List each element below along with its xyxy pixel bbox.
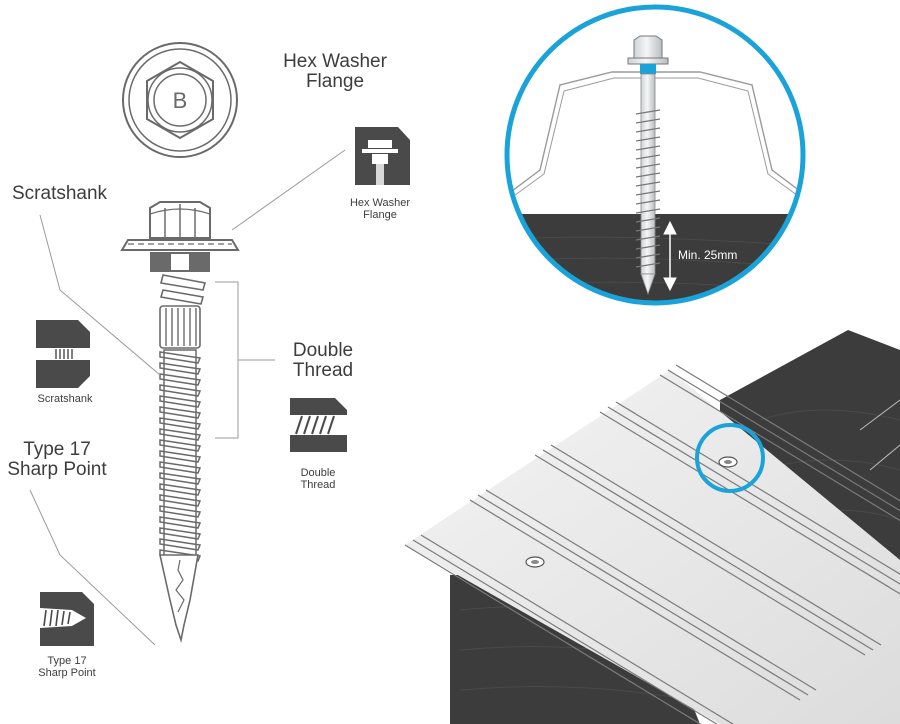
double-thread-icon-caption: Double Thread [273, 467, 363, 491]
type17-caption-line2: Sharp Point [38, 666, 96, 679]
hex-washer-caption-line2: Flange [363, 208, 397, 221]
double-thread-caption-line2: Thread [300, 478, 336, 491]
double-thread-icon [290, 398, 347, 452]
type17-line1: Type 17 [23, 439, 91, 460]
min-depth-label: Min. 25mm [678, 248, 737, 262]
head-letter: B [173, 88, 188, 113]
type17-point-icon [40, 592, 94, 646]
double-thread-line1: Double [292, 340, 354, 361]
hex-washer-caption-line1: Hex Washer [349, 197, 411, 209]
hex-washer-icon-caption: Hex Washer Flange [335, 197, 425, 221]
leader-lines [29, 149, 346, 646]
scratshank-icon [36, 320, 90, 388]
detail-circle [504, 4, 806, 306]
hex-washer-line2: Flange [305, 70, 365, 92]
hex-washer-flange-icon [355, 127, 410, 185]
scratshank-icon-caption: Scratshank [37, 393, 93, 405]
screw-head-top-view [122, 42, 238, 158]
type17-label: Type 17 Sharp Point [2, 440, 112, 480]
hex-washer-line1: Hex Washer [283, 51, 387, 72]
scratshank-label: Scratshank [12, 183, 108, 204]
double-thread-caption-line1: Double [300, 467, 336, 479]
roof-installation-view [404, 330, 900, 724]
double-thread-label: Double Thread [278, 341, 368, 381]
type17-icon-caption: Type 17 Sharp Point [22, 655, 112, 679]
hex-washer-flange-label: Hex Washer Flange [270, 52, 400, 92]
type17-caption-line1: Type 17 [47, 655, 87, 667]
screw-side-view [120, 201, 240, 644]
double-thread-line2: Thread [292, 359, 354, 381]
type17-line2: Sharp Point [7, 458, 107, 480]
